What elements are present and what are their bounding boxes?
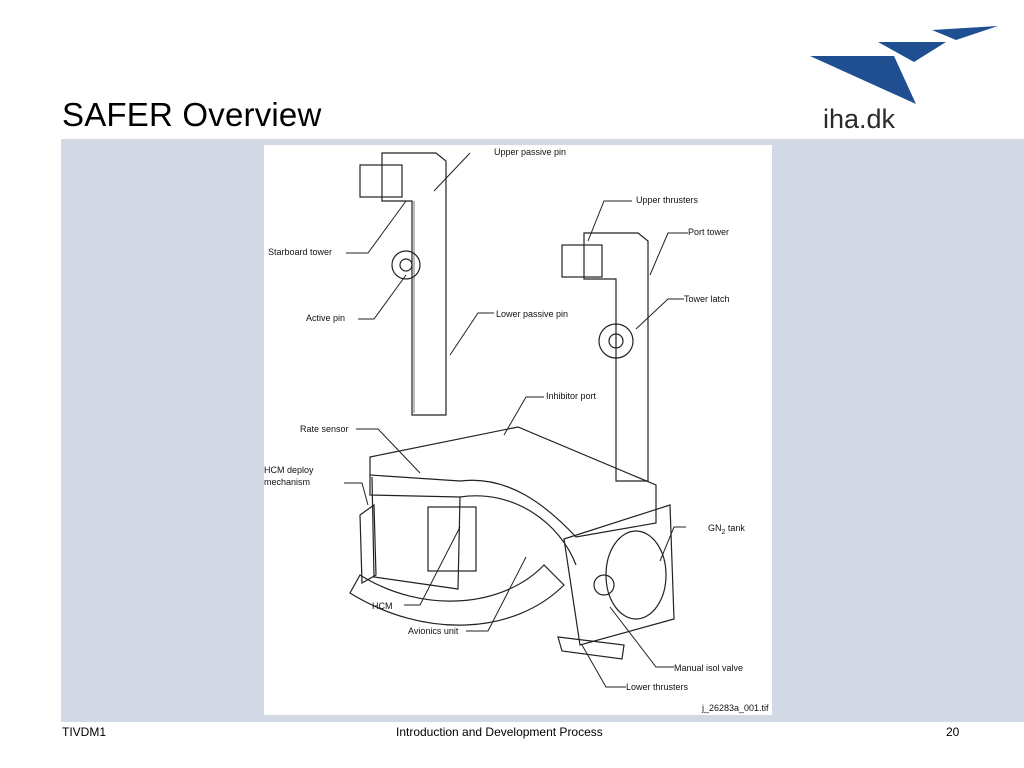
label-hcm-deploy-line2: mechanism — [264, 477, 310, 487]
label-starboard-tower: Starboard tower — [268, 247, 332, 257]
tower-latch-disc — [598, 323, 634, 359]
label-lower-passive-pin: Lower passive pin — [496, 309, 568, 319]
label-hcm: HCM — [372, 601, 393, 611]
label-gn2-tank: GN2 tank — [708, 523, 745, 536]
label-avionics-unit: Avionics unit — [408, 626, 459, 636]
footer-course: TIVDM1 — [62, 725, 107, 739]
label-upper-thrusters: Upper thrusters — [636, 195, 699, 205]
label-file-id: j_26283a_001.tif — [701, 703, 769, 713]
label-lower-thrusters: Lower thrusters — [626, 682, 689, 692]
footer-topic: Introduction and Development Process — [396, 725, 603, 739]
footer-page-number: 20 — [946, 725, 960, 739]
safer-diagram: Upper passive pin Upper thrusters Port t… — [264, 145, 772, 715]
label-inhibitor-port: Inhibitor port — [546, 391, 597, 401]
label-rate-sensor: Rate sensor — [300, 424, 349, 434]
slide-title: SAFER Overview — [62, 96, 322, 133]
gn2-tank — [605, 530, 667, 620]
label-active-pin: Active pin — [306, 313, 345, 323]
logo-text: iha.dk — [823, 104, 896, 134]
label-hcm-deploy-line1: HCM deploy — [264, 465, 314, 475]
port-tower-top-block — [561, 244, 603, 278]
starboard-tower-top-block — [359, 164, 403, 198]
label-upper-passive-pin: Upper passive pin — [494, 147, 566, 157]
hcm-box — [427, 506, 477, 572]
label-port-tower: Port tower — [688, 227, 729, 237]
label-tower-latch: Tower latch — [684, 294, 730, 304]
label-manual-isol-valve: Manual isol valve — [674, 663, 743, 673]
iha-logo-icon — [810, 26, 998, 104]
active-pin-disc — [391, 250, 421, 280]
